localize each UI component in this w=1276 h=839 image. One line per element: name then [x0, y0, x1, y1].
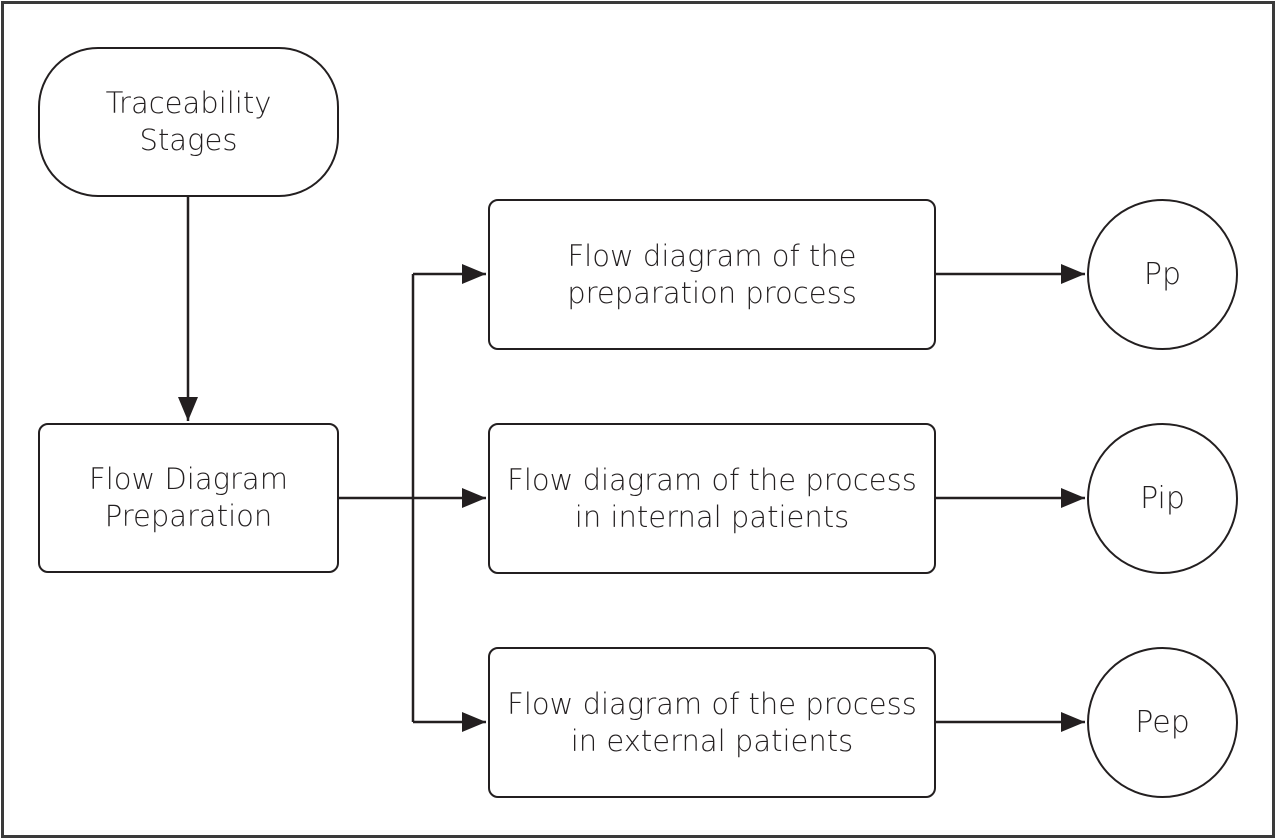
- node-traceability-stages: Traceability Stages: [38, 47, 339, 197]
- node-pp: Pp: [1087, 199, 1238, 350]
- node-pep: Pep: [1087, 647, 1238, 798]
- node-pep-label: Pep: [1135, 705, 1190, 740]
- node-external-patients-process-label: Flow diagram of the process in external …: [507, 686, 917, 758]
- node-flow-diagram-preparation: Flow Diagram Preparation: [38, 423, 339, 573]
- node-pip-label: Pip: [1140, 481, 1185, 516]
- node-preparation-process-label: Flow diagram of the preparation process: [567, 238, 857, 310]
- node-external-patients-process: Flow diagram of the process in external …: [488, 647, 936, 798]
- node-preparation-process: Flow diagram of the preparation process: [488, 199, 936, 350]
- node-pp-label: Pp: [1143, 257, 1182, 292]
- node-internal-patients-process: Flow diagram of the process in internal …: [488, 423, 936, 574]
- node-internal-patients-process-label: Flow diagram of the process in internal …: [507, 462, 917, 534]
- node-traceability-stages-label: Traceability Stages: [105, 86, 272, 157]
- node-flow-diagram-preparation-label: Flow Diagram Preparation: [89, 462, 288, 533]
- node-pip: Pip: [1087, 423, 1238, 574]
